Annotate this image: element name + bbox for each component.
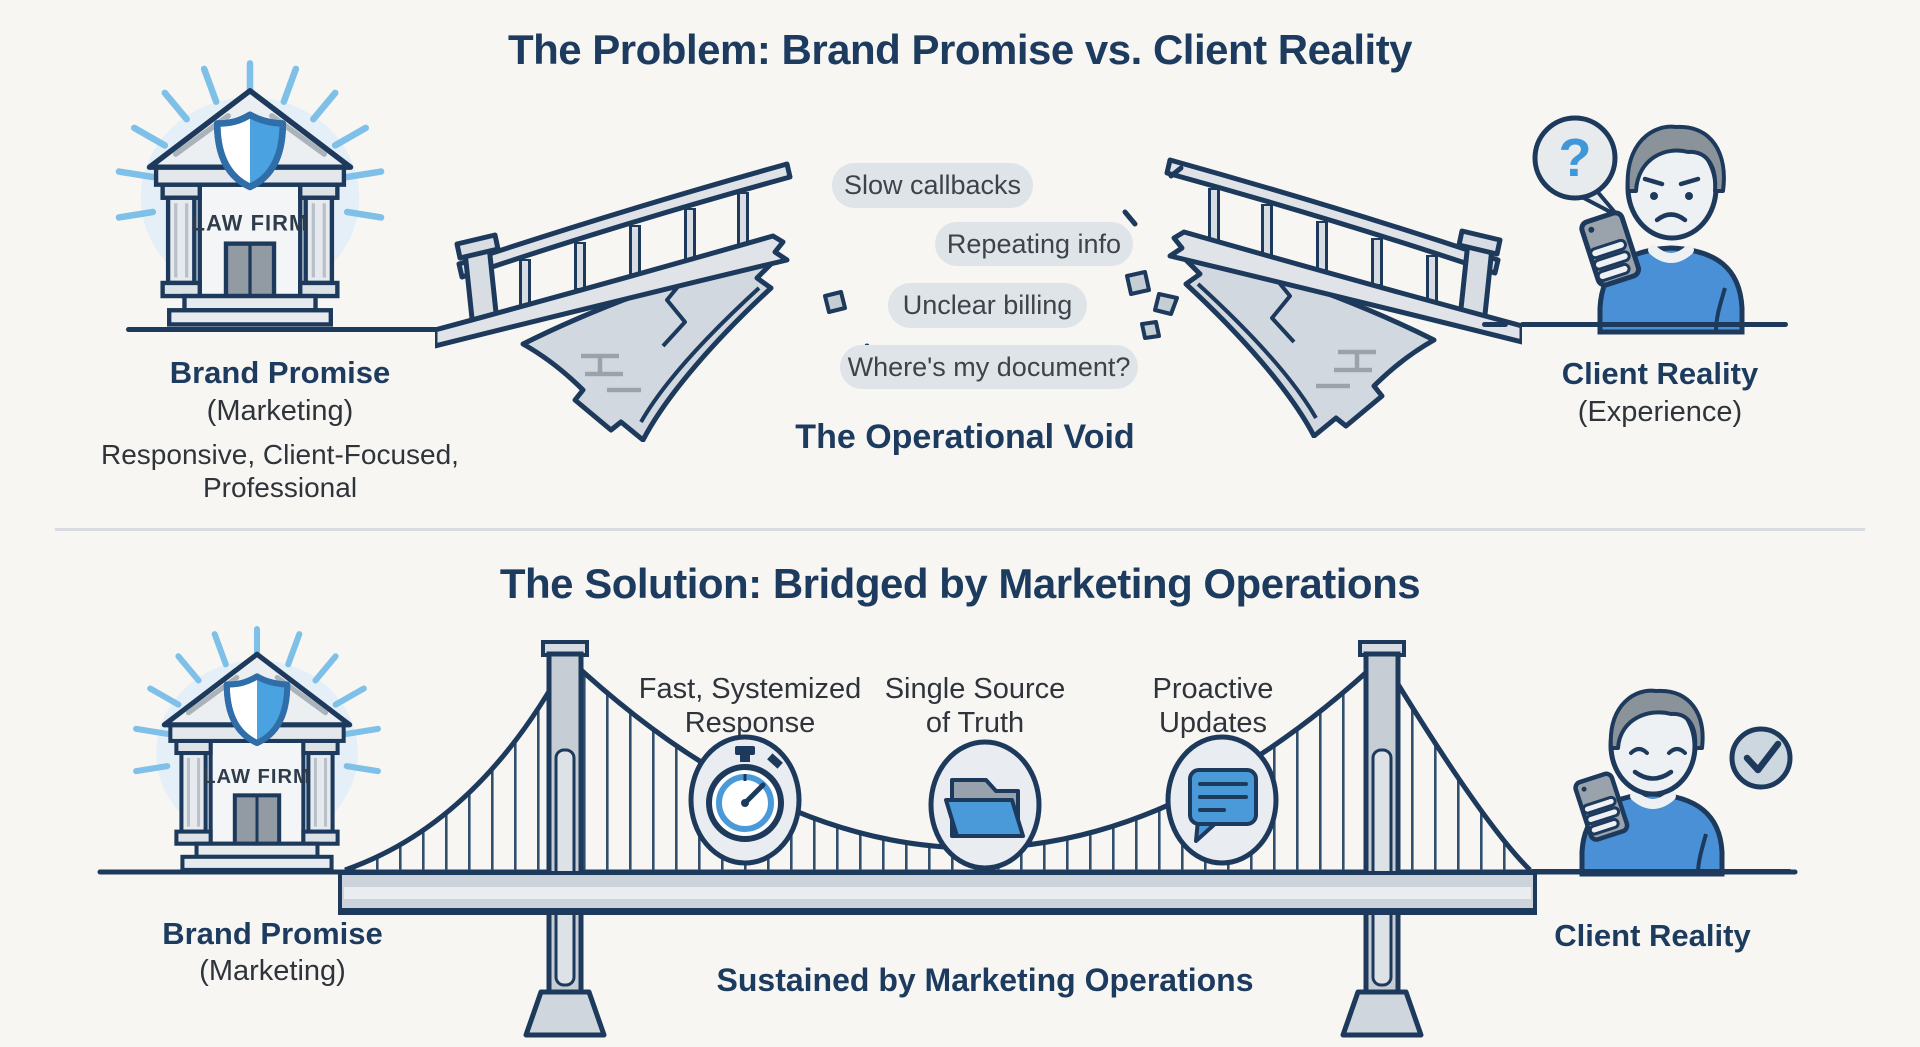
complaint-bubble: Unclear billing [888,283,1087,328]
pillar-label-single-source: Single Source of Truth [884,673,1066,739]
client-reality-label: Client Reality [1554,918,1751,953]
broken-bridge-left [435,132,835,442]
complaint-bubble: Where's my document? [840,345,1138,389]
brand-promise-sublabel: (Marketing) [206,395,354,427]
question-bubble: ? [1532,115,1620,218]
hair [1625,124,1726,193]
ground-line-right-dash [1482,322,1508,327]
solution-title: The Solution: Bridged by Marketing Opera… [499,560,1421,607]
frown-face [1642,176,1701,223]
folder-icon [928,739,1042,871]
collar [1648,245,1694,263]
right-tower [1340,640,1424,1038]
pillar-label-fast-response: Fast, Systemized Response [638,673,862,739]
problem-title: The Problem: Brand Promise vs. Client Re… [507,26,1413,73]
section-divider [55,528,1865,531]
law-firm-building-illustration [108,58,392,331]
brand-promise-description: Responsive, Client-Focused, Professional [101,439,459,503]
client-reality-label: Client Reality [1561,356,1759,391]
complaint-bubble: Slow callbacks [832,163,1033,208]
bridge-deck [338,871,1537,915]
ground-line-bottom-right [1530,869,1792,874]
client-reality-sublabel: (Experience) [1577,396,1743,428]
bridge-caption: Sustained by Marketing Operations [716,962,1254,998]
phone-icon [1573,771,1630,842]
chat-bubble-icon [1165,734,1279,866]
frustrated-client-illustration: ? [1532,115,1745,335]
brand-promise-label: Brand Promise [169,355,391,390]
ground-line-left [126,327,448,332]
left-tower [523,640,607,1038]
pillar-label-proactive-updates: Proactive Updates [1152,673,1274,739]
collar [1630,791,1676,809]
complaint-bubble: Repeating info [935,222,1133,266]
brand-promise-label: Brand Promise [162,916,383,951]
checkmark-icon [1729,726,1793,790]
operational-void-label: The Operational Void [795,418,1135,456]
question-mark: ? [1559,128,1592,188]
phone-icon [1579,210,1642,288]
smile-face [1629,747,1687,781]
brand-promise-sublabel: (Marketing) [199,955,346,987]
stopwatch-icon [688,734,802,866]
hair [1608,688,1705,750]
debris [823,165,1184,357]
suspension-bridge-illustration [97,640,1798,1038]
happy-client-illustration [1573,688,1793,877]
ground-line-right [1520,322,1788,327]
